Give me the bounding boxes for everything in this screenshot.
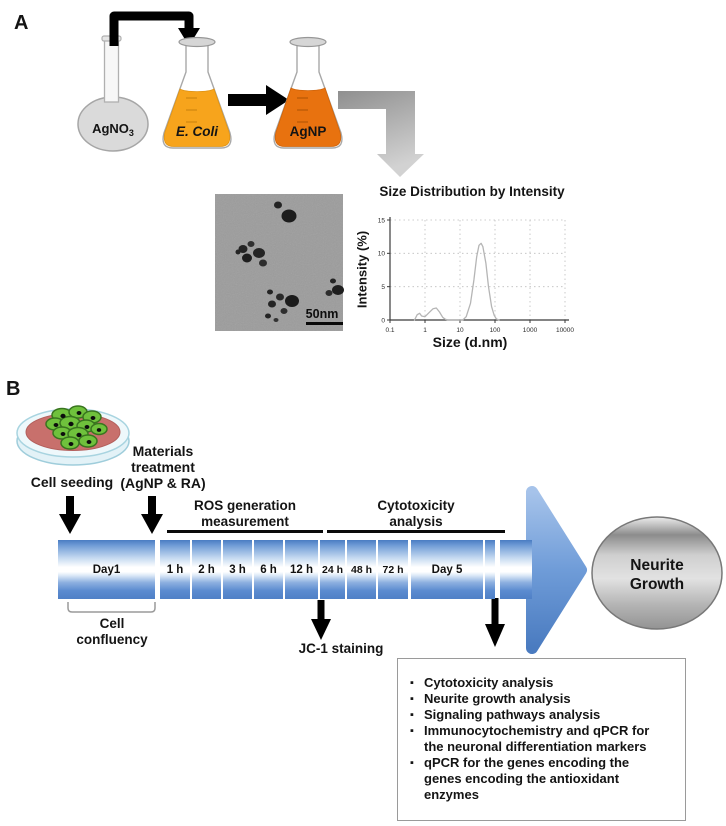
agno3-flask	[77, 35, 149, 152]
svg-text:10000: 10000	[556, 327, 574, 334]
analysis-item: ▪Immunocytochemistry and qPCR for the ne…	[410, 723, 650, 754]
cell-confluency-bracket	[67, 602, 156, 613]
output-arrow-icon	[338, 91, 424, 177]
chart-title: Size Distribution by Intensity	[379, 184, 565, 199]
analysis-arrow-icon	[485, 598, 505, 647]
analysis-item: ▪qPCR for the genes encoding the genes e…	[410, 755, 630, 802]
timeline-segment-72h: 72 h	[378, 540, 408, 599]
svg-text:5: 5	[381, 284, 385, 291]
svg-text:100: 100	[490, 327, 501, 334]
ecoli-label: E. Coli	[175, 124, 218, 139]
timeline-segment-tail	[485, 540, 495, 599]
svg-text:0: 0	[381, 317, 385, 324]
analysis-item: ▪Signaling pathways analysis	[410, 707, 601, 722]
analysis-list: ▪Cytotoxicity analysis ▪Neurite growth a…	[410, 675, 677, 803]
svg-text:1: 1	[423, 327, 427, 334]
ecoli-flask	[162, 36, 232, 149]
svg-text:1000: 1000	[523, 327, 538, 334]
timeline-arrow-body	[500, 540, 532, 599]
analysis-box: ▪Cytotoxicity analysis ▪Neurite growth a…	[397, 658, 686, 821]
timeline-segment-2h: 2 h	[192, 540, 221, 599]
bullet-icon: ▪	[410, 693, 414, 705]
timeline-segment-day1: Day1	[58, 540, 155, 599]
svg-text:10: 10	[456, 327, 464, 334]
agnp-label: AgNP	[289, 124, 327, 139]
cell-seeding-label: Cell seeding	[30, 474, 114, 490]
treatment-arrow-icon	[141, 496, 163, 534]
tem-image	[215, 194, 344, 331]
bullet-icon: ▪	[410, 725, 414, 737]
timeline-arrowhead	[526, 486, 587, 654]
bullet-icon: ▪	[410, 677, 414, 689]
timeline-segment-1h: 1 h	[160, 540, 190, 599]
panel-b-label: B	[6, 378, 21, 400]
neurite-growth-label: Neurite Growth	[629, 557, 685, 593]
panel-a-label: A	[14, 12, 29, 34]
reaction-arrow-icon	[228, 85, 289, 115]
cell-confluency-label: Cell confluency	[76, 616, 148, 647]
tem-scale-label: 50nm	[305, 307, 339, 321]
timeline-segment-6h: 6 h	[254, 540, 283, 599]
timeline-segment-day5: Day 5	[411, 540, 483, 599]
chart-ylabel: Intensity (%)	[354, 230, 370, 309]
ros-measurement-label: ROS generation measurement	[193, 498, 296, 529]
agno3-label: AgNO3	[92, 121, 134, 138]
bullet-icon: ▪	[410, 709, 414, 721]
timeline-segment-3h: 3 h	[223, 540, 252, 599]
svg-text:0.1: 0.1	[385, 327, 394, 334]
bullet-icon: ▪	[410, 757, 414, 769]
chart-xlabel: Size (d.nm)	[432, 334, 508, 350]
agno3-subscript: 3	[128, 128, 134, 138]
timeline-segment-48h: 48 h	[347, 540, 376, 599]
agnp-flask	[273, 36, 343, 149]
timeline-segment-24h: 24 h	[320, 540, 345, 599]
ros-overline	[167, 530, 323, 533]
jc1-label: JC-1 staining	[298, 641, 384, 656]
materials-treatment-label: Materials treatment (AgNP & RA)	[120, 443, 206, 491]
tem-scale-bar	[306, 322, 343, 325]
transfer-arrow-icon	[109, 11, 200, 46]
svg-text:10: 10	[378, 251, 386, 258]
neurite-growth-circle	[591, 516, 723, 630]
svg-text:15: 15	[378, 217, 386, 224]
timeline-segment-12h: 12 h	[285, 540, 318, 599]
size-chart: 0.1 1 10 100 1000 10000 0 5 10 15	[378, 217, 574, 334]
analysis-item: ▪Cytotoxicity analysis	[410, 675, 554, 690]
cytotoxicity-overline	[327, 530, 505, 533]
jc1-arrow-icon	[311, 600, 331, 640]
petri-dish	[16, 405, 130, 466]
cytotoxicity-label: Cytotoxicity analysis	[377, 498, 455, 529]
seeding-arrow-icon	[59, 496, 81, 534]
analysis-item: ▪Neurite growth analysis	[410, 691, 571, 706]
